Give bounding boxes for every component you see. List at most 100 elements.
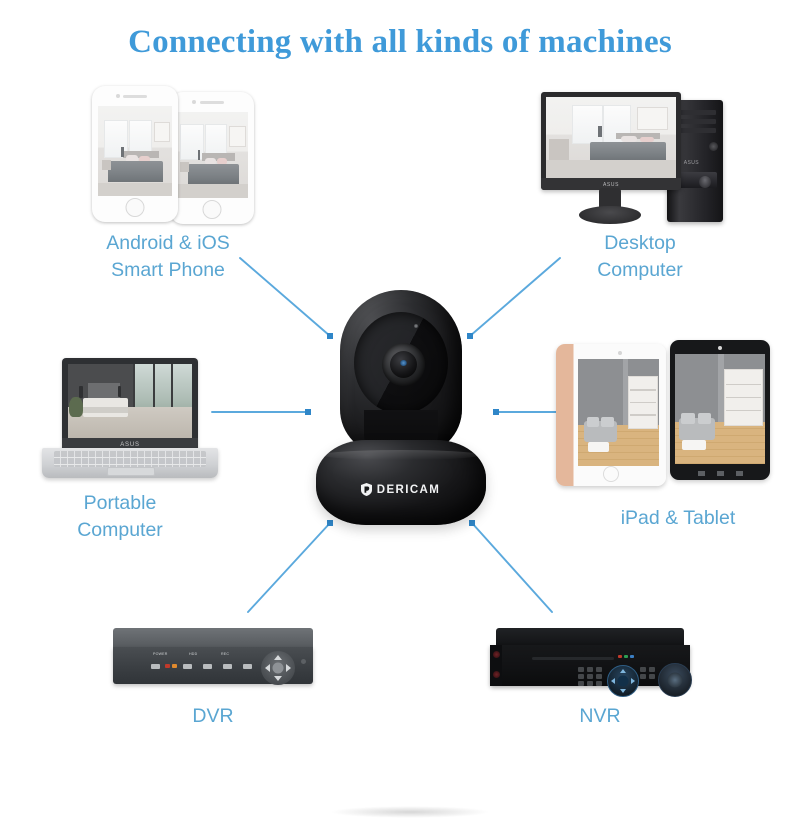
node-ip-camera[interactable]: DERICAM	[308, 290, 493, 818]
caption-nvr: NVR	[510, 703, 690, 730]
monitor-stand-neck	[599, 188, 621, 210]
nvr-keypad-key[interactable]	[578, 681, 584, 686]
dvr-led-red	[165, 664, 170, 668]
tablet-screen	[578, 359, 659, 466]
caption-line-1: Portable	[83, 492, 157, 514]
dpad-up-icon[interactable]	[620, 669, 626, 673]
caption-portable-computer: Portable Computer	[30, 490, 210, 544]
nvr-keypad-key[interactable]	[587, 667, 593, 672]
link-phone	[239, 257, 331, 337]
connector-lines	[211, 257, 591, 613]
laptop-base[interactable]	[42, 448, 218, 478]
node-nvr[interactable]	[490, 628, 692, 697]
nvr-keypad-key[interactable]	[596, 667, 602, 672]
caption-ipad-tablet: iPad & Tablet	[578, 505, 778, 532]
link-desktop	[469, 257, 561, 337]
nvr-keypad-key[interactable]	[640, 674, 646, 679]
laptop-trackpad[interactable]	[107, 466, 155, 476]
node-ipad-tablet	[556, 340, 770, 488]
nvr-keypad-key[interactable]	[587, 681, 593, 686]
page-title: Connecting with all kinds of machines	[128, 24, 672, 60]
nvr-rack-ear	[490, 645, 502, 686]
dpad-enter-button[interactable]	[617, 675, 629, 687]
tower-vent-icon	[708, 142, 718, 151]
caption-line-2: Smart Phone	[111, 259, 225, 281]
dvr-button[interactable]	[183, 664, 192, 669]
nvr-keypad-key[interactable]	[596, 681, 602, 686]
caption-line-1: NVR	[579, 705, 621, 727]
power-button[interactable]	[699, 176, 712, 188]
caption-line-1: DVR	[192, 705, 234, 727]
link-nvr	[471, 522, 553, 613]
nvr-keypad-key[interactable]	[596, 674, 602, 679]
tablet-home-button[interactable]	[603, 466, 619, 482]
tablet-screen	[675, 354, 765, 464]
nvr-dpad[interactable]	[607, 665, 639, 697]
nvr-lock-icon	[493, 651, 500, 658]
nav-back-icon[interactable]	[698, 471, 705, 476]
nvr-keypad-key[interactable]	[649, 674, 655, 679]
living-room-scene	[578, 359, 659, 466]
laptop-keyboard-rows	[54, 451, 206, 467]
dpad-enter-button[interactable]	[272, 662, 284, 674]
tower-drive-bay	[674, 128, 717, 133]
dpad-down-icon[interactable]	[620, 689, 626, 693]
nvr-top-cover	[496, 628, 684, 646]
laptop-brand-logo: ASUS	[120, 442, 140, 448]
bedroom-scene	[176, 112, 248, 198]
nvr-disc-slot	[532, 657, 614, 660]
smartphone-primary[interactable]	[92, 86, 178, 222]
node-smart-phone	[92, 86, 262, 226]
dvr-front-panel: POWER HDD REC	[113, 647, 313, 685]
dvr-label-power: POWER	[153, 652, 168, 656]
node-dvr[interactable]: POWER HDD REC	[113, 628, 313, 685]
nav-home-icon[interactable]	[717, 471, 724, 476]
tablet-ipad[interactable]	[556, 344, 666, 486]
bedroom-scene	[546, 97, 676, 178]
laptop-lid[interactable]: ASUS	[62, 358, 198, 450]
nav-recents-icon[interactable]	[736, 471, 743, 476]
android-nav-bar[interactable]	[670, 466, 770, 480]
nvr-keypad-key[interactable]	[649, 667, 655, 672]
tablet-camera-icon	[718, 346, 722, 350]
node-desktop-computer: ASUS ASUS	[535, 88, 725, 228]
bookshelf	[628, 376, 658, 430]
phone-screen	[98, 106, 172, 196]
bedroom-glass-door-scene	[68, 364, 192, 438]
nvr-keypad-key[interactable]	[578, 667, 584, 672]
dpad-right-icon[interactable]	[631, 678, 635, 684]
tower-brand-logo: ASUS	[683, 160, 700, 166]
link-dvr	[247, 522, 331, 613]
dvr-dpad[interactable]	[261, 651, 295, 685]
dvr-button[interactable]	[151, 664, 160, 669]
dpad-up-icon[interactable]	[274, 655, 282, 660]
dpad-down-icon[interactable]	[274, 676, 282, 681]
nvr-led-green	[624, 655, 628, 658]
nvr-front-panel	[490, 645, 692, 697]
tower-drive-bay	[674, 119, 717, 124]
dvr-button[interactable]	[223, 664, 232, 669]
nvr-keypad-key[interactable]	[640, 667, 646, 672]
phone-home-button[interactable]	[202, 200, 222, 219]
camera-ir-led-icon	[414, 324, 418, 328]
dpad-left-icon[interactable]	[265, 664, 270, 672]
dvr-button[interactable]	[243, 664, 252, 669]
monitor[interactable]: ASUS	[541, 92, 681, 190]
dpad-right-icon[interactable]	[286, 664, 291, 672]
caption-line-2: Computer	[77, 519, 163, 541]
dvr-button[interactable]	[203, 664, 212, 669]
caption-dvr: DVR	[123, 703, 303, 730]
jog-inner-knob[interactable]	[667, 672, 683, 688]
caption-smart-phone: Android & iOS Smart Phone	[68, 230, 268, 284]
nvr-jog-dial[interactable]	[658, 663, 692, 697]
caption-line-2: Computer	[597, 259, 683, 281]
phone-home-button[interactable]	[125, 198, 145, 217]
tablet-camera-icon	[617, 351, 622, 355]
bookshelf	[723, 369, 764, 427]
phone-speaker-icon	[123, 95, 147, 98]
smartphone-secondary[interactable]	[170, 92, 254, 224]
nvr-keypad-key[interactable]	[587, 674, 593, 679]
tablet-android[interactable]	[670, 340, 770, 480]
dpad-left-icon[interactable]	[611, 678, 615, 684]
nvr-keypad-key[interactable]	[578, 674, 584, 679]
